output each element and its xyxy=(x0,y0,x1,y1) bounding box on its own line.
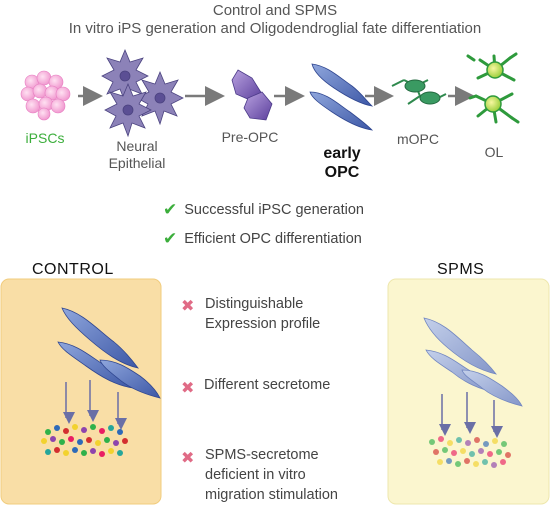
ipsc-cluster-icon xyxy=(20,70,71,121)
result-ipsc-generation: ✔ Successful iPSC generation xyxy=(163,200,364,220)
stage-label-mopc: mOPC xyxy=(397,131,439,147)
stage-label-pre-opc: Pre-OPC xyxy=(221,129,279,145)
stage-label-early-opc-line2: OPC xyxy=(324,164,360,181)
neural-epithelial-icon xyxy=(101,48,184,138)
finding-line: migration stimulation xyxy=(205,487,338,503)
result-opc-differentiation: ✔ Efficient OPC differentiation xyxy=(163,229,362,249)
ol-cell-body-icon xyxy=(484,95,502,113)
finding-migration: SPMS-secretome deficient in vitro migrat… xyxy=(205,445,338,505)
check-icon: ✔ xyxy=(163,200,178,219)
diagram-subtitle: In vitro iPS generation and Oligodendrog… xyxy=(68,20,482,37)
finding-line: Distinguishable xyxy=(205,296,304,312)
finding-line: SPMS-secretome xyxy=(205,447,319,463)
cross-icon: ✖ xyxy=(181,380,195,397)
control-secretome-dots xyxy=(41,424,128,457)
result-text: Efficient OPC differentiation xyxy=(184,231,362,247)
finding-line: deficient in vitro xyxy=(205,467,306,483)
control-opc-cells-icon xyxy=(57,307,161,399)
finding-line: Expression profile xyxy=(205,316,321,332)
pre-opc-icon xyxy=(231,69,273,121)
finding-line: Different secretome xyxy=(204,377,331,393)
spms-opc-cells-icon xyxy=(423,317,523,407)
stage-label-ipscs: iPSCs xyxy=(25,130,65,146)
result-text: Successful iPSC generation xyxy=(184,202,364,218)
spms-panel-title: SPMS xyxy=(437,261,485,278)
stage-label-ol: OL xyxy=(484,144,504,160)
cross-icon: ✖ xyxy=(181,298,195,315)
mopc-icon xyxy=(391,79,447,105)
stage-label-neural-epithelial-line1: Neural xyxy=(116,138,158,154)
stage-label-neural-epithelial-line2: Epithelial xyxy=(108,155,166,171)
spms-panel xyxy=(387,278,550,505)
early-opc-icon xyxy=(309,63,374,131)
spms-secretion-arrows xyxy=(439,392,503,438)
stage-label-early-opc-line1: early xyxy=(323,145,361,162)
diagram-title: Control and SPMS xyxy=(212,2,338,19)
control-panel xyxy=(0,278,162,505)
finding-expression-profile: Distinguishable Expression profile xyxy=(205,294,320,334)
ol-icon xyxy=(466,52,520,124)
check-icon: ✔ xyxy=(163,229,178,248)
ol-cell-body-icon xyxy=(486,61,504,79)
finding-secretome: Different secretome xyxy=(204,375,330,395)
spms-secretome-dots xyxy=(429,436,511,468)
control-panel-title: CONTROL xyxy=(32,261,114,278)
cross-icon: ✖ xyxy=(181,450,195,467)
control-secretion-arrows xyxy=(63,380,127,430)
